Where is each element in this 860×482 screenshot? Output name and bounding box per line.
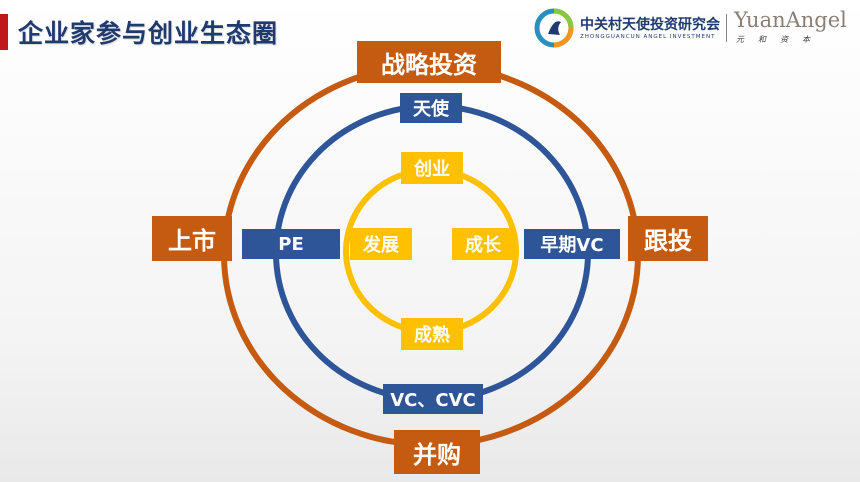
label-early-vc: 早期VC [524, 229, 620, 259]
title-accent-bar [0, 14, 8, 50]
label-development: 发展 [350, 228, 412, 260]
brand-subtitle: 元和资本 [736, 35, 824, 44]
label-mature: 成熟 [401, 318, 463, 350]
label-ipo: 上市 [152, 216, 232, 261]
label-merger-acquisition: 并购 [394, 430, 480, 474]
logo-separator [726, 14, 727, 42]
org-name-en: ZHONGGUANCUN ANGEL INVESTMENT [580, 34, 716, 40]
label-strategic-investment: 战略投资 [357, 41, 501, 83]
logo-area: 中关村天使投资研究会 ZHONGGUANCUN ANGEL INVESTMENT… [534, 8, 852, 48]
angel-logo-icon [534, 8, 574, 48]
label-pe: PE [242, 229, 340, 259]
label-startup: 创业 [401, 152, 463, 184]
org-name: 中关村天使投资研究会 [580, 17, 720, 33]
label-co-invest: 跟投 [628, 216, 708, 261]
label-angel: 天使 [400, 93, 462, 123]
page-title: 企业家参与创业生态圈 [18, 19, 279, 48]
label-growth: 成长 [452, 228, 514, 260]
label-vc-cvc: VC、CVC [383, 384, 483, 414]
brand-name: YuanAngel [734, 8, 847, 32]
